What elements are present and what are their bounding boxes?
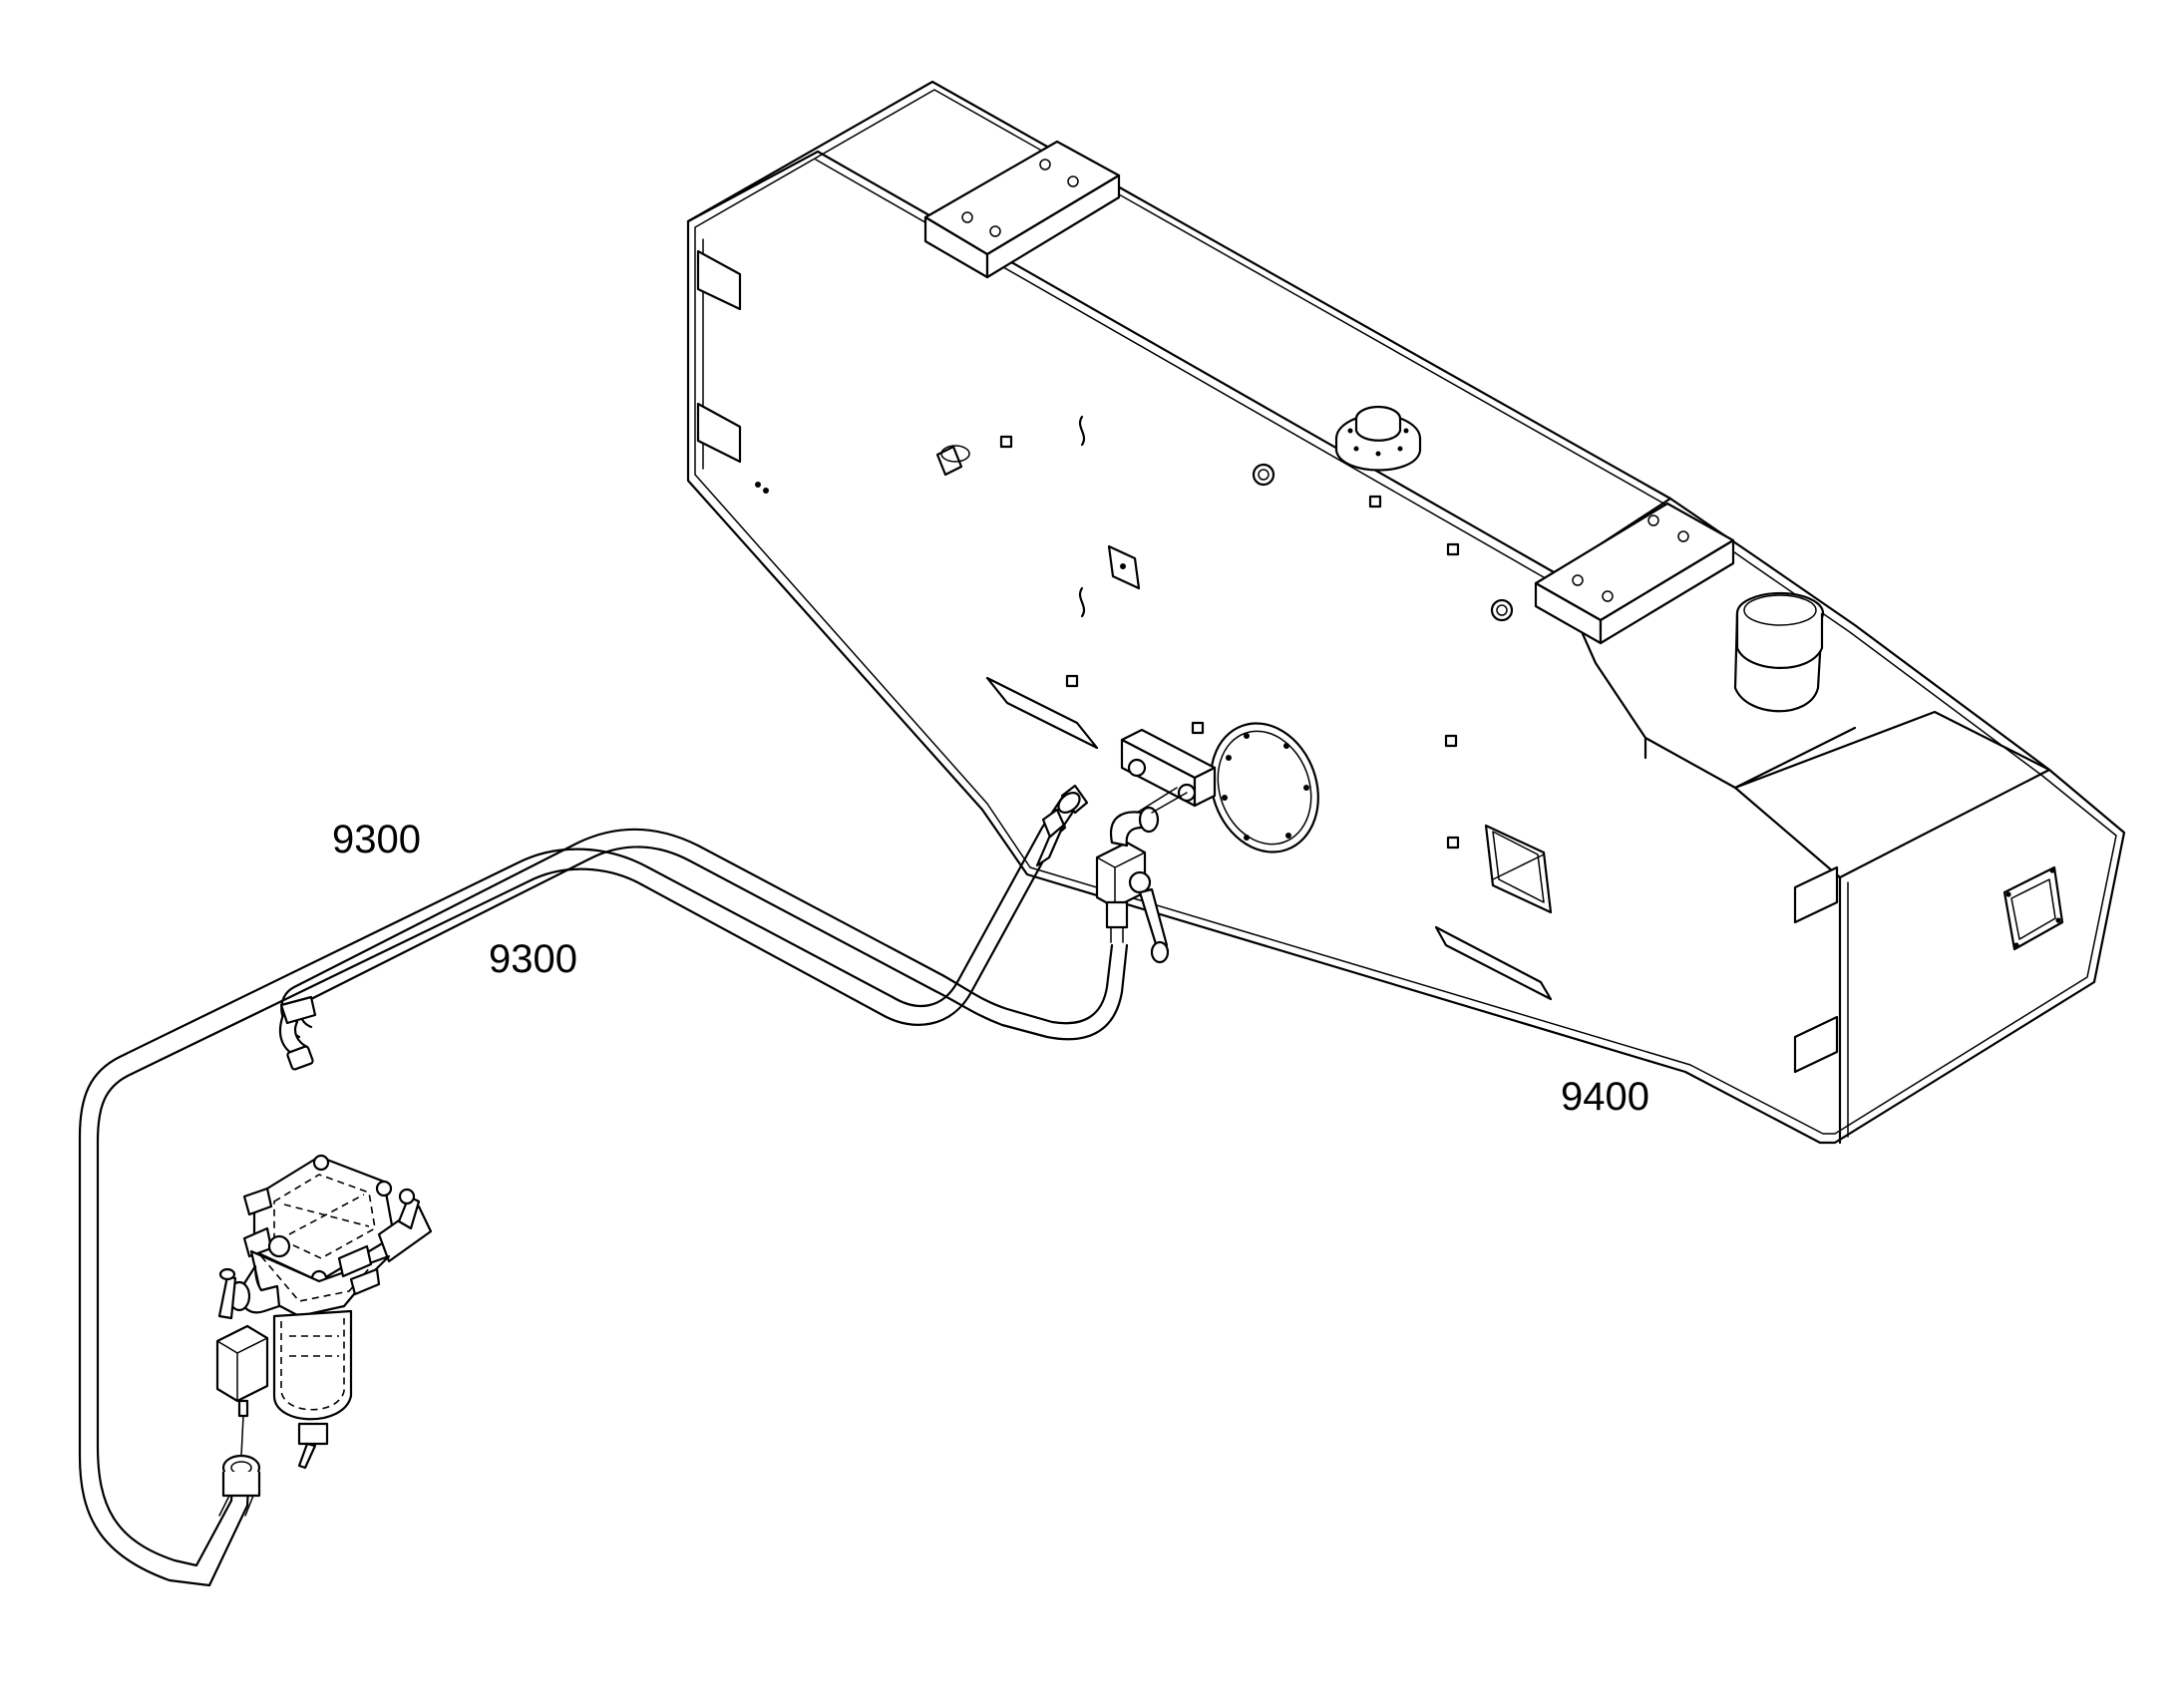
fuel-filter (215, 1154, 433, 1470)
shutoff-valve (1095, 787, 1178, 964)
tank-bosses (755, 435, 1514, 850)
part-label-hose-lower: 9300 (489, 937, 577, 981)
part-label-fuel-tank: 9400 (1561, 1075, 1649, 1119)
fuel-tank-body (686, 80, 2126, 1145)
sender-unit (1334, 405, 1422, 472)
fuel-tank (686, 80, 2126, 1145)
outlet-block (1120, 728, 1217, 808)
filler-cap (1733, 591, 1825, 713)
hose-assembly (78, 784, 1129, 1587)
tank-strap-right (1534, 502, 1735, 645)
inspection-cover (1210, 722, 1319, 854)
tank-strap-left (923, 140, 1121, 279)
part-label-hose-upper: 9300 (332, 818, 421, 861)
